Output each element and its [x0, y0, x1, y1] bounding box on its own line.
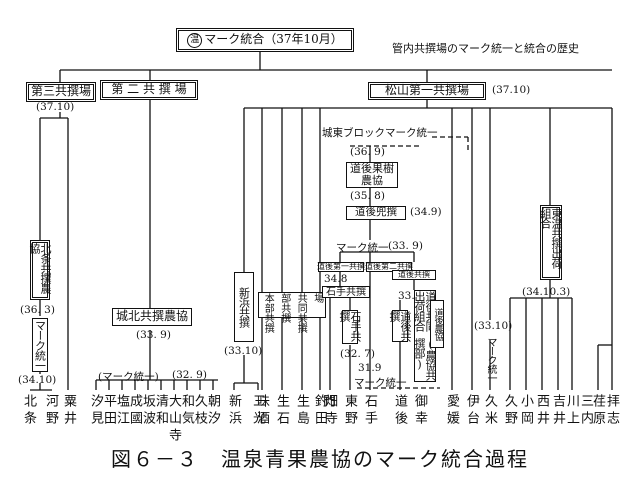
dogo-daiichi-box: 道後第一共撰	[317, 261, 365, 272]
jyo-label: 場	[311, 293, 323, 303]
matsu-leaf-14: 久米	[482, 394, 497, 428]
dogo-kyosen-small-box: 道後共撰	[392, 270, 436, 280]
block-mark-label: 城東ブロックマーク統一	[322, 127, 438, 139]
second-mark-label: (マーク統一)	[98, 371, 159, 383]
third-kyosen-date: (37.10)	[36, 101, 75, 113]
matsu-leaf-0: 新浜	[226, 394, 241, 428]
matsu-leaf-1: 三光	[250, 394, 265, 428]
onsen-mark-icon: 温	[187, 32, 203, 48]
matsu-leaf-7: 畑寺	[322, 394, 337, 428]
kitajo-nokyo-box: 北条共撰農協	[28, 240, 52, 300]
matsu-leaf-15: 久野	[502, 394, 517, 428]
jouhoku-date: (33. 9)	[136, 329, 171, 341]
matsu-leaf-22: 拝志	[604, 394, 619, 428]
dogo-kaju-label: 道後果樹農協	[350, 161, 394, 187]
figure-caption: 図６－３ 温泉青果農協のマーク統合過程	[111, 447, 529, 471]
third-mark-date: (34.10)	[18, 374, 57, 386]
mark2-date: (33. 9)	[388, 240, 423, 252]
bukyo-label: 部共撰	[278, 293, 290, 323]
shinhama-kyosen-box: 新浜共撰	[234, 272, 254, 342]
ishite-kyosen-box: 石手共撰	[322, 286, 370, 298]
matsuyama-kyosen-date: (37.10)	[492, 84, 531, 96]
second-leaf-3: 成國	[127, 394, 142, 428]
second-leaf-6: 大山寺	[166, 394, 181, 445]
onsen-date: (34.10.3)	[522, 286, 571, 298]
second-leaf-0: 汐見	[88, 394, 103, 428]
mark3-label: マーク統一	[354, 377, 407, 389]
mark-integration-box: 温 マーク統合（37年10月）	[176, 28, 354, 52]
second-leaf-2: 塩江	[114, 394, 129, 428]
second-mark-date: (32. 9)	[172, 369, 207, 381]
third-kyosen-box: 第三共撰場	[26, 82, 96, 102]
jouhoku-nokyo-box: 城北共撰農協	[112, 308, 192, 326]
leaf-awai: 粟井	[61, 394, 76, 428]
block-mark-date: (36. 9)	[350, 146, 385, 158]
matsu-leaf-19: 川上	[564, 394, 579, 428]
ishite-kyo-date: (32. 7)	[340, 348, 375, 360]
dogo-assoc-sub: (農協共撰部)	[413, 337, 437, 380]
dogo-kaju-nokyo-box: 道後果樹農協	[346, 162, 398, 188]
second-leaf-5: 清和	[153, 394, 168, 428]
matsu-leaf-17: 西井	[534, 394, 549, 428]
honbu-kyosen-box: 本部共撰 部共撰 共同共撰 場	[258, 292, 326, 333]
dogo-kyosen-vbox: 道後共撰	[388, 310, 412, 342]
second-leaf-1: 平田	[101, 394, 116, 428]
d3310b-label: (33.10)	[474, 320, 513, 332]
leaf-kono: 河野	[43, 394, 58, 428]
dogo-daini-box: 道後第二共撰	[365, 261, 413, 272]
kyodo-label: 共同共撰	[295, 293, 307, 333]
matsu-leaf-11: 御幸	[412, 394, 427, 428]
third-mark-box: マーク統一	[32, 318, 48, 372]
shinhama-date: (33.10)	[224, 345, 263, 357]
matsu-leaf-18: 吉井	[550, 394, 565, 428]
matsu-leaf-3: 生石	[274, 394, 289, 428]
kitajo-date: (36. 3)	[20, 304, 55, 316]
matsu-leaf-6: 門	[320, 394, 335, 411]
matsu-leaf-21: 荏原	[590, 394, 605, 428]
d319-label: 31.9	[358, 362, 382, 374]
second-leaf-8: 久枝	[192, 394, 207, 428]
honbu-label: 本部共撰	[262, 293, 274, 333]
dogo-kyousen-date: (34.9)	[410, 206, 442, 218]
matsu-leaf-13: 伊台	[464, 394, 479, 428]
matsu-leaf-10: 道後	[392, 394, 407, 428]
matsu-leaf-2: 味酒	[254, 394, 269, 428]
matsu-leaf-9: 石手	[362, 394, 377, 428]
mark4-vbox: マーク統一	[485, 336, 496, 382]
onsen-kumiai-box: 東温共撰出荷組合	[539, 205, 563, 280]
matsu-leaf-8: 東野	[342, 394, 357, 428]
second-kyosen-box: 第 二 共 撰 場	[100, 80, 198, 100]
ishite-kyosen-vbox: 石手共撰	[338, 310, 362, 344]
second-leaf-4: 坂波	[140, 394, 155, 428]
matsu-leaf-16: 小岡	[518, 394, 533, 428]
matsu-leaf-12: 愛媛	[444, 394, 459, 428]
dogo-nokyo-vbox: 道後農協	[430, 300, 444, 348]
leaf-hojo: 北条	[21, 394, 36, 428]
matsu-leaf-5: 釣田	[312, 394, 327, 428]
matsuyama-kyosen-box: 松山第一共撰場	[368, 82, 486, 100]
diagram-note: 管内共撰場のマーク統一と統合の歴史	[392, 42, 579, 55]
dogo-kaju-date: (35. 8)	[350, 190, 385, 202]
second-leaf-7: 和気	[179, 394, 194, 428]
matsu-leaf-20: 三内	[578, 394, 593, 428]
mark-integration-label: マーク統合（37年10月）	[204, 32, 343, 47]
ishite-date: 34.8	[324, 273, 348, 285]
matsu-leaf-4: 生島	[294, 394, 309, 428]
second-leaf-9: 朝汐	[205, 394, 220, 428]
mark2-label: マーク統一	[336, 242, 389, 254]
dogo-kyousen-box: 道後兜撰	[346, 206, 406, 220]
